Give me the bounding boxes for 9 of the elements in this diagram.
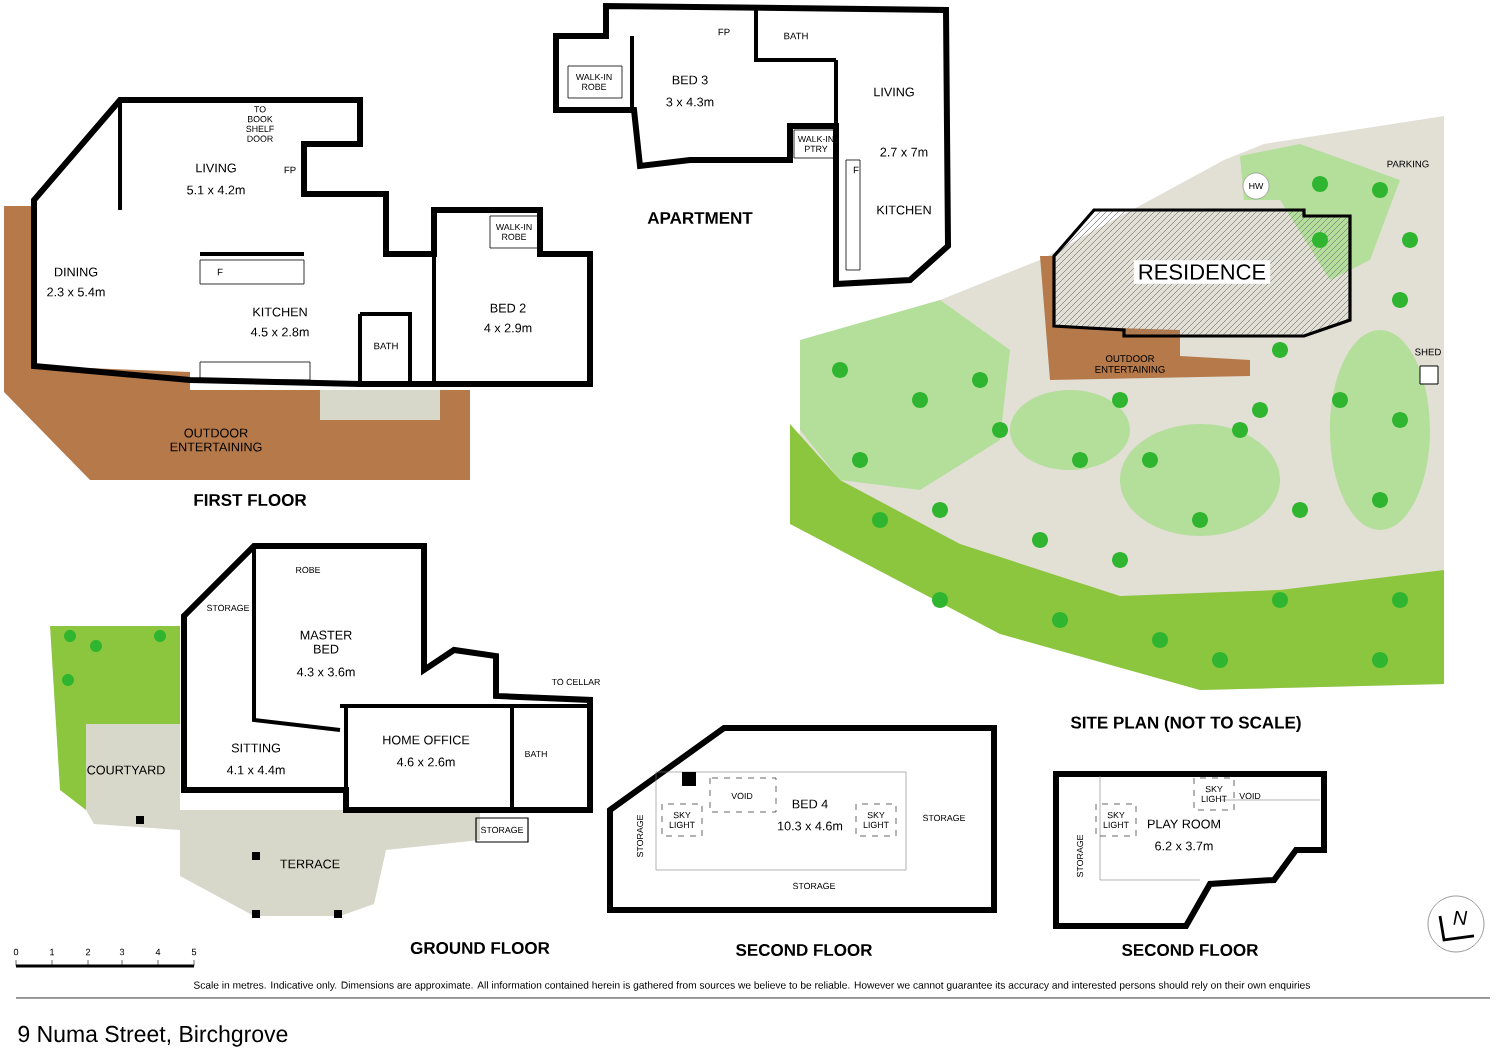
plan-title: SITE PLAN (NOT TO SCALE) (1070, 716, 1301, 732)
address-text: 9 Numa Street, Birchgrove (18, 1025, 288, 1047)
plan-title: SECOND FLOOR (736, 944, 873, 956)
plan-title: APARTMENT (647, 212, 753, 224)
plan-title: GROUND FLOOR (410, 942, 550, 954)
plan-title: SECOND FLOOR (1122, 944, 1259, 956)
plan-title: FIRST FLOOR (194, 494, 307, 506)
north-letter: N (1453, 911, 1468, 925)
building-label: RESIDENCE (1133, 260, 1271, 284)
